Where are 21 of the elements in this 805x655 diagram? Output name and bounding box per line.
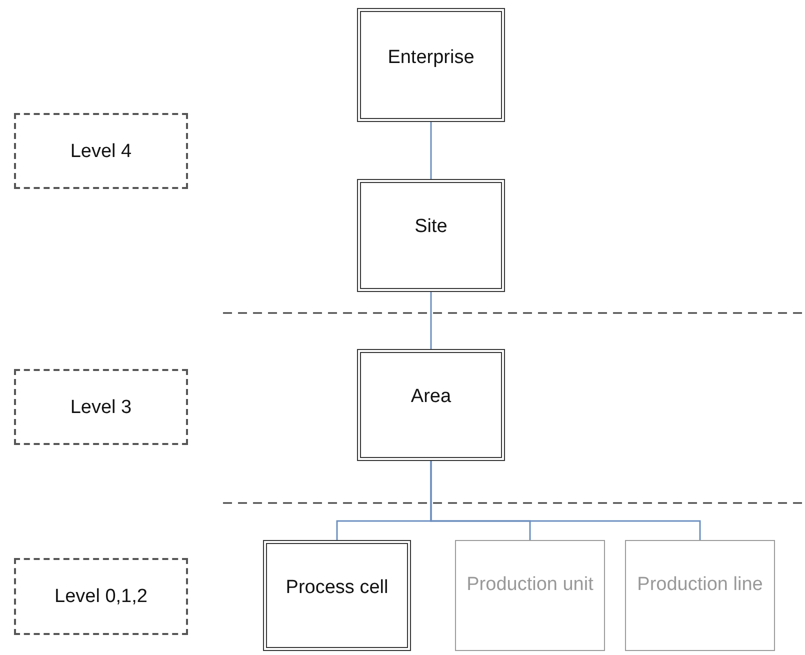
level-box [357,179,505,292]
node-label: Level 0,1,2 [54,585,148,609]
node-label: Process cell [284,576,390,600]
level-label-box [14,369,188,445]
connector-line [430,292,432,349]
node-label: Level 4 [69,140,133,164]
connector-line [430,461,701,540]
level-box [625,540,775,651]
node-label: Site [414,215,448,239]
level-box [357,349,505,461]
level-box [455,540,605,651]
node-label: Level 3 [69,396,133,420]
level-label-box [14,113,188,189]
node-label: Area [410,385,452,409]
connector-line [430,122,432,179]
node-label: Production line [636,573,764,597]
level-box [357,8,505,122]
node-label: Production unit [466,573,594,597]
level-box [263,540,411,651]
level-label-box [14,558,188,635]
node-label: Enterprise [386,46,476,70]
